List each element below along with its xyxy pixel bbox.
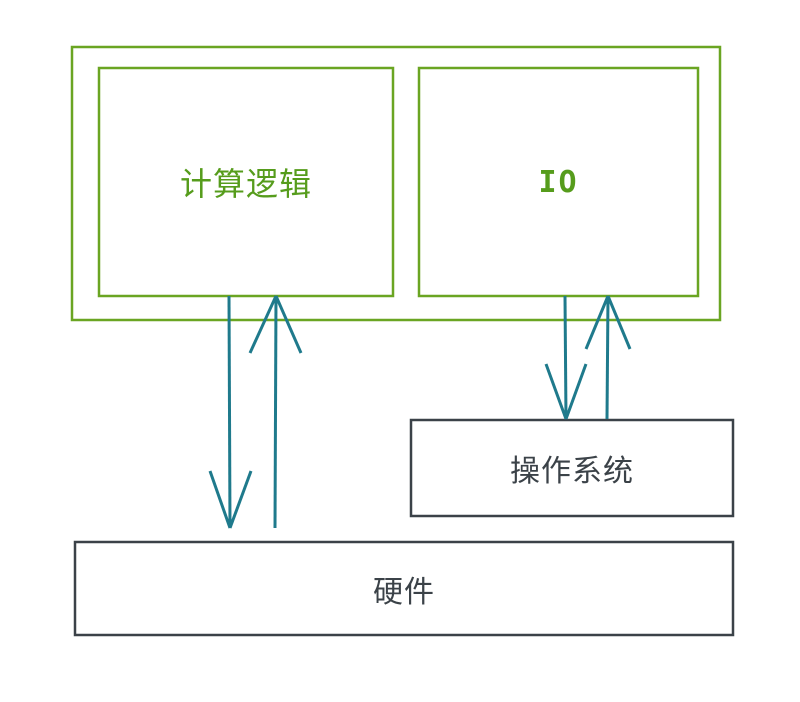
edge-io-to-os[interactable] [544,295,588,420]
node-label-compute-logic: 计算逻辑 [179,166,312,202]
node-label-operating-system: 操作系统 [510,455,634,488]
node-label-hardware: 硬件 [373,575,435,609]
edge-hardware-to-compute[interactable] [248,295,303,529]
edge-compute-to-hardware[interactable] [208,295,253,529]
node-label-io: IO [538,164,579,200]
node-application-container[interactable] [70,45,722,322]
node-io[interactable] [417,66,700,298]
node-hardware[interactable] [73,540,735,637]
node-compute-logic[interactable] [97,66,395,298]
node-operating-system[interactable] [409,418,735,518]
edge-os-to-io[interactable] [584,295,632,420]
